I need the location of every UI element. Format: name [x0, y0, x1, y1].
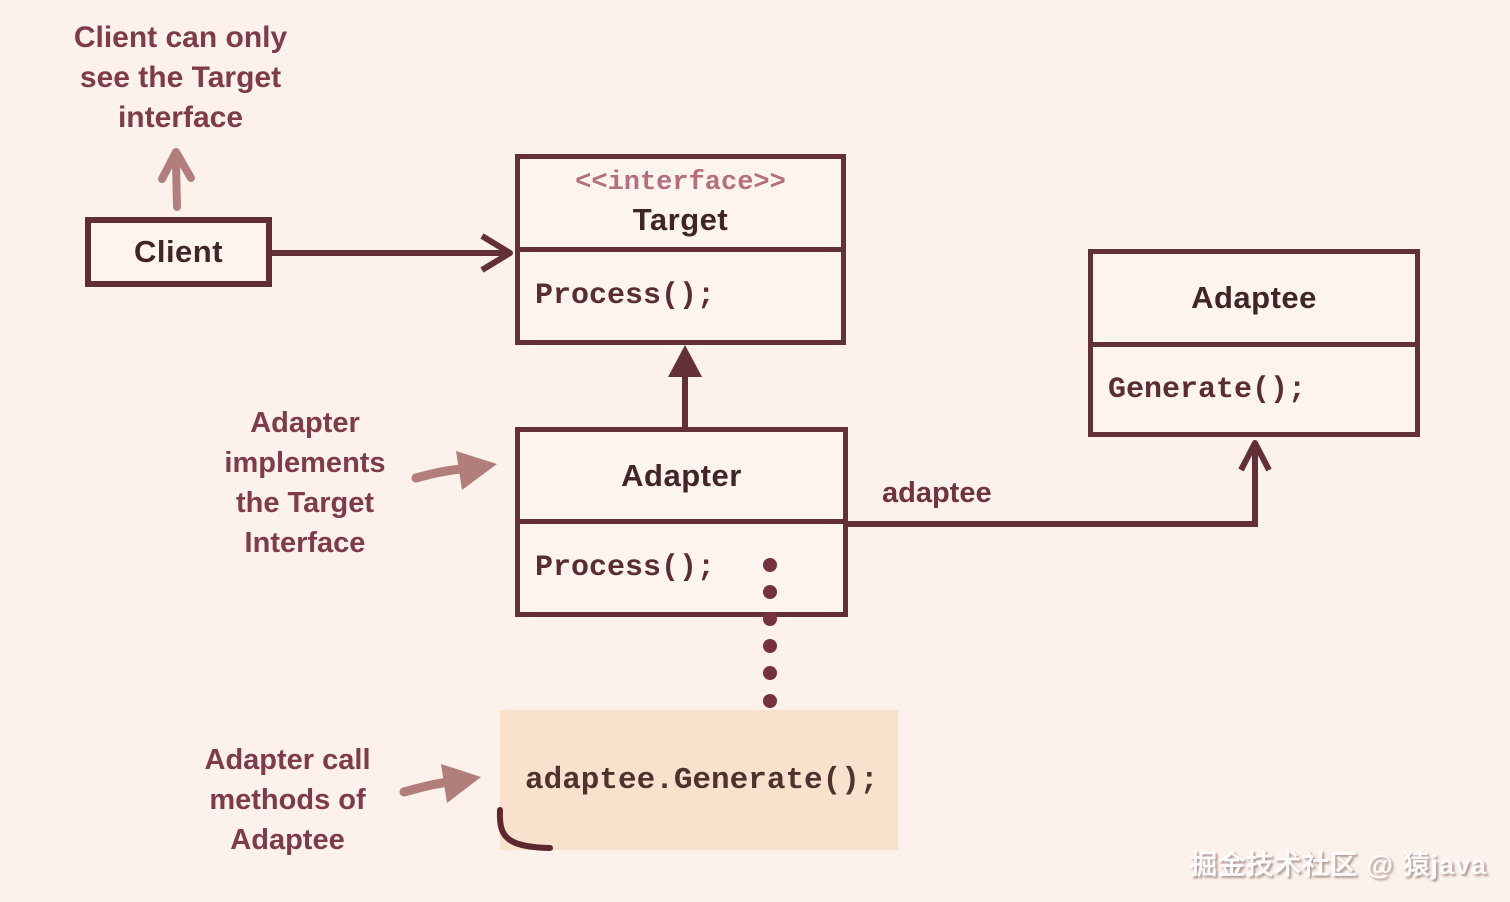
- client-class-box: Client: [85, 217, 272, 287]
- adaptee-method-label: Generate();: [1108, 372, 1307, 407]
- implements-annotation-line: Interface: [244, 527, 366, 559]
- adaptee-methods-compartment: Generate();: [1093, 347, 1415, 432]
- adaptee-class-title: Adaptee: [1191, 280, 1317, 315]
- client-to-target-arrow-icon: [272, 233, 513, 273]
- handdrawn-up-arrow-icon: [158, 148, 195, 211]
- implements-annotation-line: the Target: [235, 487, 375, 519]
- target-class-title: Target: [632, 202, 729, 237]
- adapter-to-target-generalization-arrow-icon: [668, 345, 702, 427]
- interface-stereotype-label: <<interface>>: [575, 168, 786, 198]
- adapter-method-label: Process();: [535, 551, 716, 585]
- implements-annotation-line: implements: [224, 447, 386, 479]
- client-class-title: Client: [133, 234, 224, 269]
- target-methods-compartment: Process();: [520, 252, 841, 340]
- adapter-class-header: Adapter: [520, 432, 843, 524]
- adapter-class-title: Adapter: [621, 457, 742, 493]
- client-annotation-line: interface: [117, 101, 244, 134]
- watermark: 掘金技术社区 @ 猿java: [1190, 850, 1487, 880]
- target-interface-header: <<interface>> Target: [520, 159, 841, 252]
- implements-annotation-line: Adapter: [250, 407, 360, 439]
- call-annotation-line: Adaptee: [230, 824, 345, 856]
- client-annotation-line: see the Target: [79, 61, 282, 94]
- target-method-label: Process();: [535, 279, 716, 313]
- adaptee-association-label: adaptee: [882, 477, 992, 509]
- adaptee-class-box: Adaptee Generate();: [1088, 249, 1420, 437]
- code-note-text: adaptee.Generate();: [525, 762, 879, 798]
- call-annotation-line: Adapter call: [204, 744, 371, 776]
- client-annotation-line: Client can only: [73, 21, 288, 54]
- target-interface-box: <<interface>> Target Process();: [515, 154, 846, 345]
- call-annotation: Adapter call methods of Adaptee: [150, 740, 425, 860]
- adapter-methods-compartment: Process();: [520, 524, 843, 612]
- client-annotation: Client can only see the Target interface: [38, 18, 323, 138]
- adapter-class-box: Adapter Process();: [515, 427, 848, 617]
- implements-annotation: Adapter implements the Target Interface: [165, 403, 445, 563]
- adaptee-class-header: Adaptee: [1093, 254, 1415, 347]
- code-note-box: adaptee.Generate();: [500, 710, 898, 850]
- call-annotation-line: methods of: [209, 784, 366, 816]
